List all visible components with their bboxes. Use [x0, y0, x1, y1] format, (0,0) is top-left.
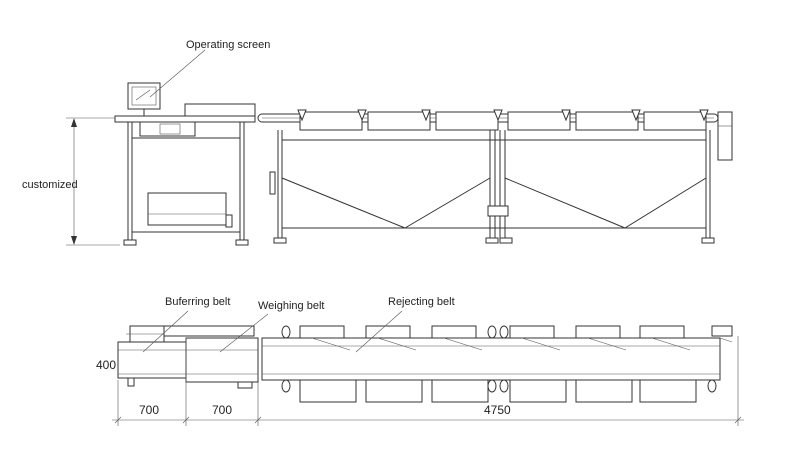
- buffering-belt-label: Buferring belt: [165, 296, 230, 308]
- weighing-frame: [114, 103, 256, 246]
- customized-label: customized: [22, 179, 78, 191]
- length-dimension-lines: [112, 336, 744, 426]
- buffer-length-label: 700: [139, 403, 159, 417]
- front-elevation: Operating screen customized: [22, 39, 733, 246]
- width-dimension-label: 400: [96, 358, 116, 372]
- rejecting-length-label: 4750: [484, 403, 511, 417]
- weighing-belt: [163, 325, 259, 389]
- buffering-belt-leader: [142, 310, 189, 353]
- plan-view: Buferring belt Weighing belt Rejecting b…: [96, 296, 744, 426]
- rejecting-conveyor-front: [257, 109, 733, 244]
- buffer-belt: [117, 325, 187, 387]
- operating-screen-leader: [149, 49, 206, 98]
- weighing-belt-label: Weighing belt: [258, 300, 324, 312]
- operating-screen-label: Operating screen: [186, 39, 270, 51]
- weighing-belt-leader: [219, 313, 269, 353]
- rejecting-belt-plan: [261, 325, 733, 403]
- rejecting-belt-leader: [355, 310, 403, 353]
- rejecting-belt-label: Rejecting belt: [388, 296, 455, 308]
- operating-screen-monitor: [127, 82, 161, 117]
- height-dimension: [66, 117, 120, 246]
- weighing-length-label: 700: [212, 403, 232, 417]
